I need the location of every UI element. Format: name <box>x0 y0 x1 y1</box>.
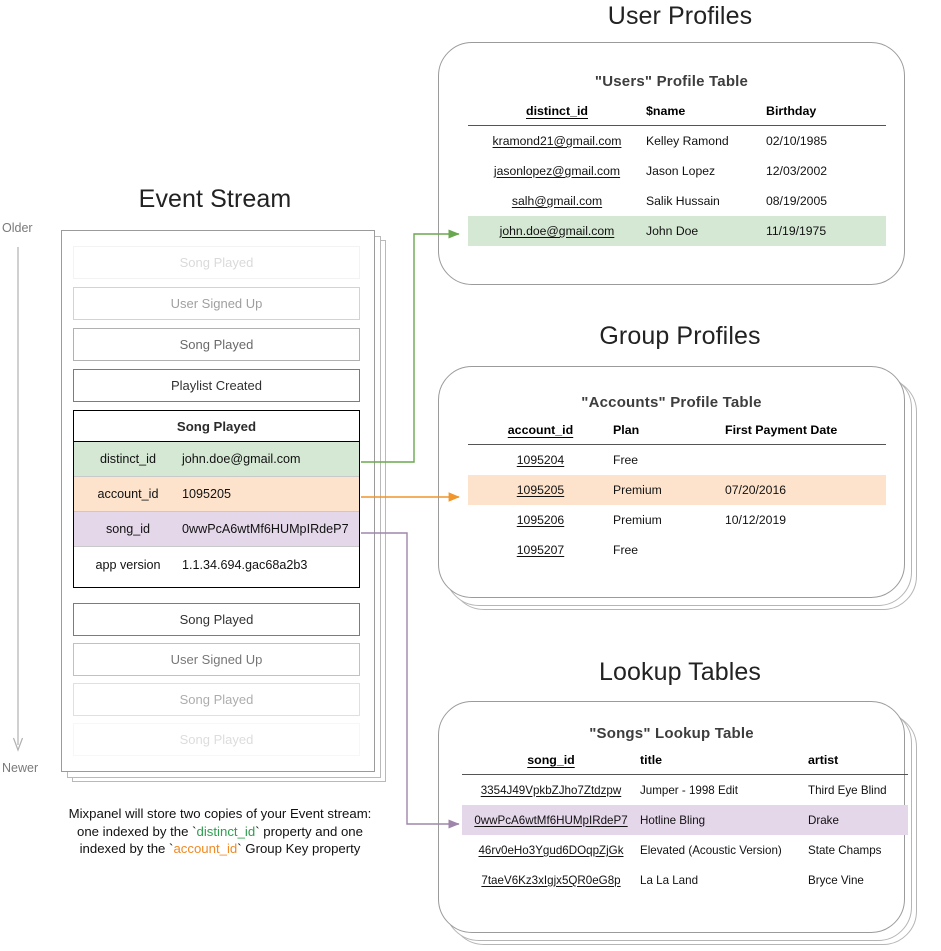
caption-line-1: Mixpanel will store two copies of your E… <box>68 806 372 821</box>
event-row[interactable]: Song Played <box>73 246 360 279</box>
event-property-value: 1095205 <box>182 487 232 501</box>
event-row[interactable]: Song Played <box>73 683 360 716</box>
users-col-birthday: Birthday <box>766 104 817 118</box>
event-row-label: User Signed Up <box>170 652 263 667</box>
event-row-label: Song Played <box>179 612 254 627</box>
event-property-app-version[interactable]: app version 1.1.34.694.gac68a2b3 <box>74 547 359 582</box>
diagram-caption: Mixpanel will store two copies of your E… <box>40 805 400 858</box>
event-property-key: distinct_id <box>99 452 156 466</box>
caption-distinct-id-key: distinct_id <box>196 823 256 839</box>
table-row[interactable]: 1095204 Free <box>516 453 639 467</box>
table-row[interactable]: jasonlopez@gmail.com Jason Lopez 12/03/2… <box>493 164 827 178</box>
users-col-name: $name <box>646 104 686 118</box>
event-property-song-id[interactable]: song_id 0wwPcA6wtMf6HUMpIRdeP7 <box>74 512 359 547</box>
event-row-label: Playlist Created <box>170 378 263 393</box>
event-row[interactable]: Song Played <box>73 723 360 756</box>
event-row-label: Song Played <box>179 255 254 270</box>
table-row[interactable]: 7taeV6Kz3xIgjx5QR0eG8p La La Land Bryce … <box>481 873 864 887</box>
selected-event-card[interactable]: Song Played distinct_id john.doe@gmail.c… <box>73 410 360 588</box>
event-property-key: account_id <box>97 487 159 501</box>
event-row[interactable]: Song Played <box>73 603 360 636</box>
accounts-col-plan: Plan <box>613 423 640 437</box>
title-event-stream: Event Stream <box>138 185 292 213</box>
table-row-highlighted[interactable]: john.doe@gmail.com John Doe 11/19/1975 <box>468 216 886 246</box>
songs-col-title: title <box>640 753 663 767</box>
caption-line-3: indexed by the `account_id` Group Key pr… <box>79 841 361 856</box>
event-property-value: 0wwPcA6wtMf6HUMpIRdeP7 <box>182 522 349 536</box>
title-user-profiles: User Profiles <box>607 2 753 30</box>
event-row-label: Song Played <box>179 337 254 352</box>
event-row-label: Song Played <box>179 692 254 707</box>
accounts-table: account_id Plan First Payment Date 10952… <box>468 423 886 565</box>
songs-table-header-row: song_id title artist <box>462 753 908 775</box>
event-row[interactable]: User Signed Up <box>73 287 360 320</box>
accounts-col-first-payment-date: First Payment Date <box>725 423 838 437</box>
selected-event-name: Song Played <box>74 411 359 442</box>
event-property-key: app version <box>95 557 161 572</box>
caption-account-id-key: account_id <box>173 841 238 856</box>
table-row[interactable]: 46rv0eHo3Ygud6DOqpZjGk Elevated (Acousti… <box>478 843 882 857</box>
event-row[interactable]: User Signed Up <box>73 643 360 676</box>
table-row-highlighted[interactable]: 0wwPcA6wtMf6HUMpIRdeP7 Hotline Bling Dra… <box>462 805 908 835</box>
event-row-label: User Signed Up <box>170 296 263 311</box>
users-table: distinct_id $name Birthday kramond21@gma… <box>468 104 886 246</box>
table-row[interactable]: 1095206 Premium 10/12/2019 <box>516 513 786 527</box>
event-row[interactable]: Playlist Created <box>73 369 360 402</box>
event-property-distinct-id[interactable]: distinct_id john.doe@gmail.com <box>74 442 359 477</box>
title-lookup-tables: Lookup Tables <box>598 658 762 686</box>
event-property-key: song_id <box>105 522 151 536</box>
title-group-profiles: Group Profiles <box>599 322 761 350</box>
accounts-col-account-id: account_id <box>507 423 574 437</box>
songs-table: song_id title artist 3354J49VpkbZJho7Ztd… <box>462 753 908 895</box>
accounts-table-header-row: account_id Plan First Payment Date <box>468 423 886 445</box>
songs-table-title: "Songs" Lookup Table <box>589 725 754 742</box>
table-row[interactable]: 1095207 Free <box>516 543 639 557</box>
axis-label-newer: Newer <box>2 761 39 775</box>
users-table-title: "Users" Profile Table <box>594 73 749 90</box>
users-col-distinct-id: distinct_id <box>526 104 588 118</box>
accounts-table-title: "Accounts" Profile Table <box>581 394 762 411</box>
axis-label-older: Older <box>2 221 33 235</box>
table-row[interactable]: kramond21@gmail.com Kelley Ramond 02/10/… <box>492 134 827 148</box>
event-property-value: john.doe@gmail.com <box>182 452 301 466</box>
caption-line-2: one indexed by the `distinct_id` propert… <box>77 823 363 839</box>
event-row[interactable]: Song Played <box>73 328 360 361</box>
event-property-account-id[interactable]: account_id 1095205 <box>74 477 359 512</box>
table-row[interactable]: 3354J49VpkbZJho7Ztdzpw Jumper - 1998 Edi… <box>480 783 887 797</box>
event-row-label: Song Played <box>179 732 254 747</box>
table-row[interactable]: salh@gmail.com Salik Hussain 08/19/2005 <box>511 194 827 208</box>
users-table-header-row: distinct_id $name Birthday <box>468 104 886 126</box>
songs-col-artist: artist <box>808 753 839 767</box>
event-property-value: 1.1.34.694.gac68a2b3 <box>182 557 308 572</box>
songs-col-song-id: song_id <box>527 753 575 767</box>
time-axis-arrowhead <box>12 737 24 752</box>
table-row-highlighted[interactable]: 1095205 Premium 07/20/2016 <box>468 475 886 505</box>
